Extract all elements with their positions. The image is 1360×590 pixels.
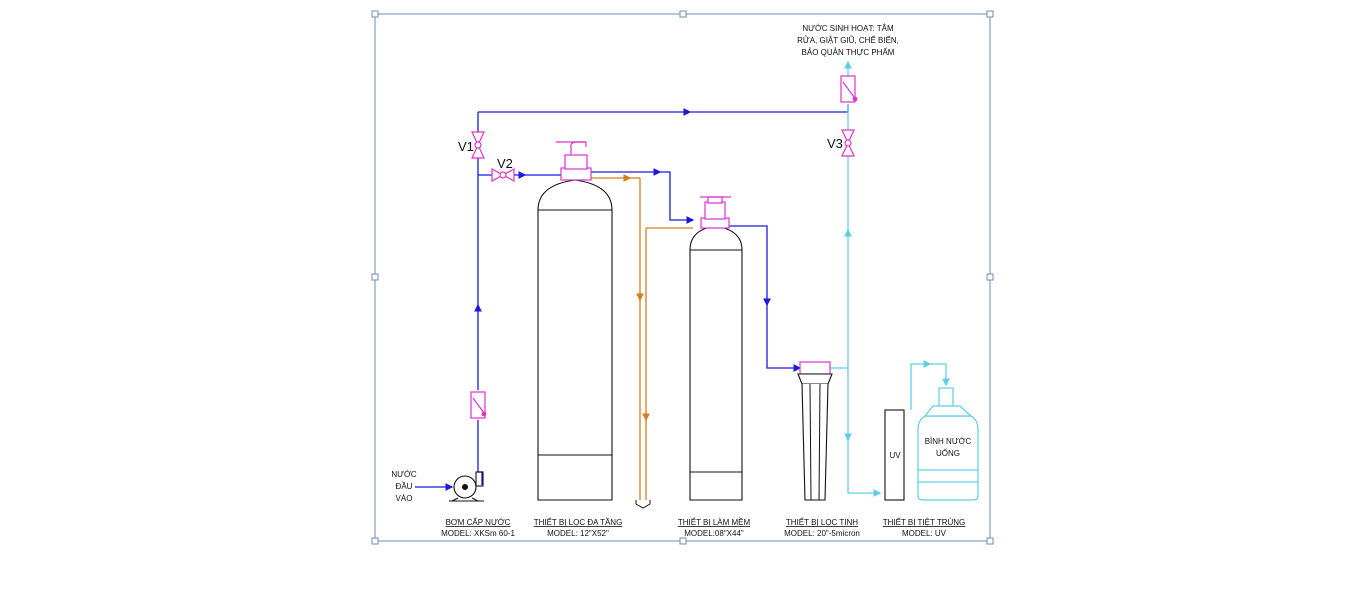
fine-filter-model: MODEL: 20"-5micron [784, 529, 860, 538]
cyan-piping [830, 60, 950, 497]
check-valve-inlet-icon [470, 391, 487, 419]
pump-title: BƠM CẤP NƯỚC [446, 517, 511, 527]
check-valve-outlet-icon [840, 75, 858, 103]
orange-backwash-piping [591, 174, 693, 500]
bottle-label-line1: BÌNH NƯỚC [925, 437, 972, 446]
softener-title: THIẾT BỊ LÀM MỀM [678, 517, 751, 527]
pump-symbol [449, 471, 484, 502]
pump-model: MODEL: XKSm 60-1 [441, 529, 515, 538]
uv-sterilizer: UV [884, 409, 905, 501]
valve-v1-label: V1 [458, 139, 474, 154]
valve-v2-icon[interactable] [491, 167, 515, 183]
valve-v2-label: V2 [497, 156, 513, 171]
outlet-note-line1: NƯỚC SINH HOẠT: TẮM [802, 24, 894, 33]
multimedia-filter-model: MODEL: 12"X52" [547, 529, 609, 538]
outlet-note-line2: RỬA, GIẶT GIŨ, CHẾ BIẾN, [797, 35, 899, 45]
drawing-frame [371, 10, 994, 545]
inlet-label-line2: ĐẦU [396, 481, 413, 491]
multimedia-filter-tank [537, 179, 613, 501]
sterilizer-title: THIẾT BỊ TIỆT TRÙNG [883, 517, 966, 527]
inlet-label-line1: NƯỚC [391, 470, 416, 479]
softener-tank [689, 225, 743, 501]
blue-piping [415, 104, 849, 491]
softener-valve-head [700, 196, 731, 229]
uv-label: UV [889, 451, 901, 460]
softener-model: MODEL:08"X44" [684, 529, 744, 538]
valve-v3-label: V3 [827, 136, 843, 151]
multimedia-valve-head [556, 141, 592, 181]
valve-v1-icon[interactable] [471, 131, 485, 159]
drinking-water-bottle [917, 387, 979, 501]
multimedia-filter-title: THIẾT BỊ LỌC ĐA TẦNG [534, 517, 623, 527]
fine-filter-title: THIẾT BỊ LỌC TINH [786, 517, 858, 527]
bottle-label-line2: UỐNG [936, 448, 960, 458]
sterilizer-model: MODEL: UV [902, 529, 947, 538]
fine-cartridge-filter [797, 361, 833, 501]
valve-v3-icon[interactable] [841, 129, 855, 157]
inlet-label-line3: VÀO [396, 494, 413, 503]
outlet-note-line3: BẢO QUẢN THỰC PHẨM [802, 48, 895, 57]
drain-symbol [635, 500, 651, 509]
